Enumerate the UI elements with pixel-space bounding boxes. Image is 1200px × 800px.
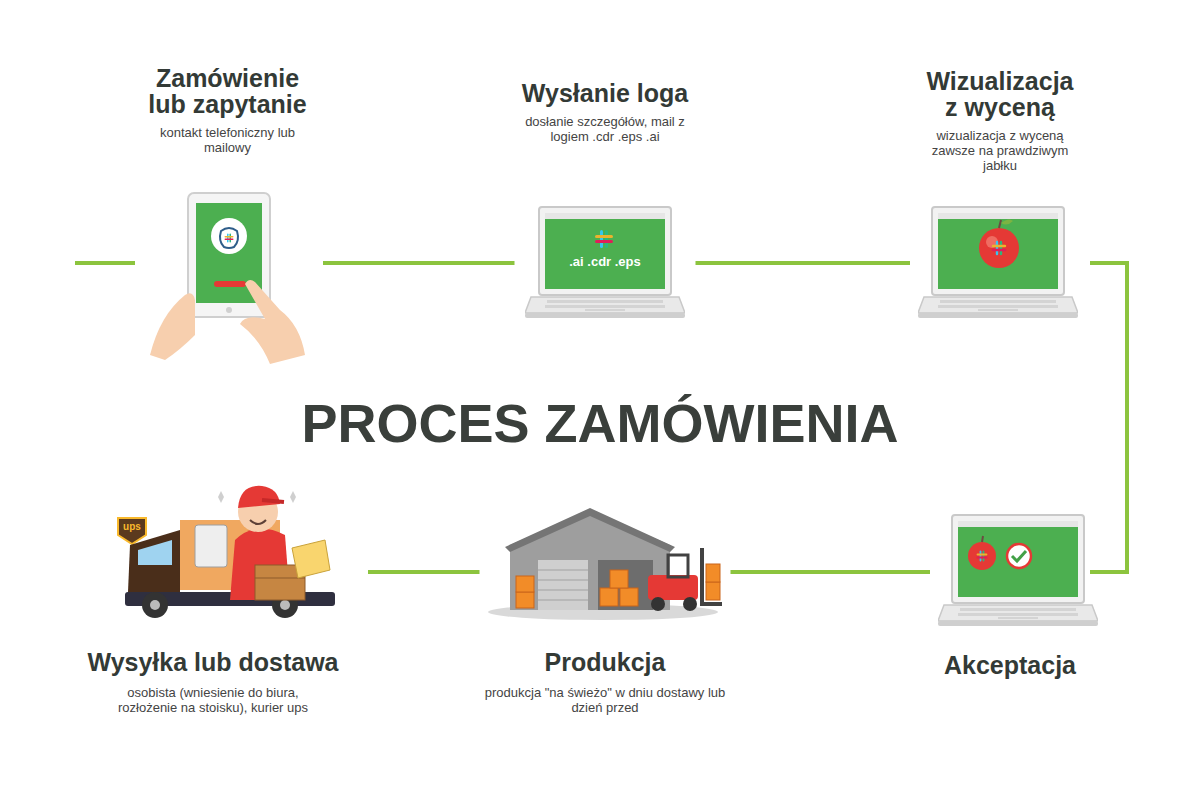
step-description: kontakt telefoniczny lub mailowy (158, 125, 298, 155)
diagram-title: PROCES ZAMÓWIENIA (0, 393, 1200, 453)
process-step: Wizualizacja z wyceną wizualizacja z wyce… (910, 68, 1090, 325)
step-heading: Produkcja (545, 649, 666, 675)
step-heading: Zamówienie lub zapytanie (135, 65, 320, 117)
process-step: Zamówienie lub zapytanie kontakt telefoni… (132, 65, 323, 360)
step-heading: Akceptacja (944, 652, 1076, 678)
step-description: produkcja "na świeżo" w dniu dostawy lub… (483, 685, 728, 715)
step-heading: Wizualizacja z wyceną (918, 68, 1083, 120)
process-step: Wysłanie loga dosłanie szczegółów, mail z… (515, 80, 696, 325)
connector (731, 572, 931, 573)
connector (323, 263, 515, 264)
step-heading: Wysłanie loga (522, 80, 688, 106)
step-description: dosłanie szczegółów, mail z logiem .cdr … (518, 114, 693, 144)
connector (368, 572, 480, 573)
process-step: Produkcja produkcja "na świeżo" w dniu do… (480, 505, 731, 715)
step-description: osobista (wniesienie do biura, rozłożeni… (98, 685, 328, 715)
process-step: Akceptacja (930, 508, 1090, 678)
process-step: Wysyłka lub dostawa osobista (wniesienie … (58, 480, 368, 715)
courier-logo: ups (118, 521, 146, 532)
step-description: wizualizacja z wyceną zawsze na prawdziw… (928, 128, 1073, 173)
connector (1090, 263, 1127, 572)
connector (696, 263, 911, 264)
step-heading: Wysyłka lub dostawa (87, 649, 338, 675)
file-formats: .ai .cdr .eps (545, 254, 665, 269)
